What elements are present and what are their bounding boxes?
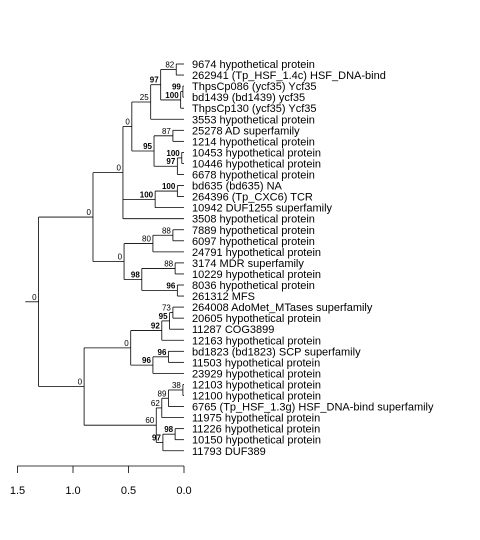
- support-value: 96: [166, 282, 175, 291]
- leaf-label: 10942 DUF1255 superfamily: [192, 203, 333, 215]
- leaf-label: 3174 MDR superfamily: [192, 258, 304, 270]
- leaf-label: 9674 hypothetical protein: [192, 59, 315, 71]
- support-value: 89: [158, 389, 167, 398]
- support-value: 96: [158, 348, 167, 357]
- leaf-label: ThpsCp086 (ycf35) Ycf35: [192, 81, 317, 93]
- leaf-label: 12100 hypothetical protein: [192, 391, 321, 403]
- support-value: 95: [159, 312, 168, 321]
- leaf-label: 264396 (Tp_CXC6) TCR: [192, 192, 313, 204]
- support-value: 87: [162, 127, 171, 136]
- support-value: 99: [172, 83, 181, 92]
- support-value: 0: [125, 118, 130, 127]
- support-value: 0: [32, 293, 37, 302]
- leaf-label: 6678 hypothetical protein: [192, 170, 315, 182]
- support-value: 0: [118, 253, 123, 262]
- scale-axis: 1.5 1.0 0.5 0.0: [10, 465, 192, 497]
- leaf-label: 261312 MFS: [192, 291, 255, 303]
- leaf-label: 10446 hypothetical protein: [192, 158, 321, 170]
- axis-tick-label: 0.5: [121, 485, 136, 497]
- leaf-label: 7889 hypothetical protein: [192, 225, 315, 237]
- axis-tick-label: 1.0: [65, 485, 80, 497]
- support-value: 98: [131, 270, 140, 279]
- leaf-label: bd635 (bd635) NA: [192, 181, 283, 193]
- leaf-label: 11287 COG3899: [192, 324, 274, 336]
- leaf-label: 23929 hypothetical protein: [192, 368, 321, 380]
- leaf-label: 264008 AdoMet_MTases superfamily: [192, 302, 373, 314]
- leaf-label: 11975 hypothetical protein: [192, 413, 320, 425]
- support-value: 100: [165, 91, 179, 100]
- support-value: 0: [87, 208, 92, 217]
- leaf-label: 1214 hypothetical protein: [192, 136, 315, 148]
- leaf-label: 12163 hypothetical protein: [192, 335, 321, 347]
- support-value: 88: [164, 259, 173, 268]
- support-value: 97: [166, 157, 175, 166]
- support-value: 98: [164, 425, 173, 434]
- support-value: 88: [162, 226, 171, 235]
- leaf-label: 10150 hypothetical protein: [192, 435, 321, 447]
- support-value: 97: [150, 76, 159, 85]
- support-value: 0: [116, 164, 121, 173]
- leaf-label: ThpsCp130 (ycf35) Ycf35: [192, 103, 317, 115]
- support-value: 82: [165, 61, 174, 70]
- tree-branches: [25, 63, 184, 452]
- support-value: 0: [124, 339, 129, 348]
- axis-tick-label: 0.0: [176, 485, 191, 497]
- leaf-label: 12103 hypothetical protein: [192, 379, 321, 391]
- leaf-label: 3553 hypothetical protein: [192, 114, 315, 126]
- leaf-label: bd1439 (bd1439) ycf35: [192, 92, 305, 104]
- leaf-label: 6097 hypothetical protein: [192, 236, 315, 248]
- support-value: 38: [172, 381, 181, 390]
- support-value: 80: [142, 235, 151, 244]
- leaf-label: 8036 hypothetical protein: [192, 280, 315, 292]
- support-value: 62: [151, 399, 160, 408]
- axis-tick-label: 1.5: [10, 485, 25, 497]
- support-value: 0: [78, 378, 83, 387]
- support-value: 95: [143, 142, 152, 151]
- leaf-label: 11793 DUF389: [192, 446, 266, 458]
- leaf-label: 10229 hypothetical protein: [192, 269, 321, 281]
- leaf-label: 24791 hypothetical protein: [192, 247, 321, 259]
- leaf-label: 25278 AD superfamily: [192, 125, 300, 137]
- support-value: 97: [152, 433, 161, 442]
- support-value: 60: [145, 416, 154, 425]
- leaf-label: 11503 hypothetical protein: [192, 357, 320, 369]
- leaf-label: bd1823 (bd1823) SCP superfamily: [192, 346, 361, 358]
- support-values: 0000259782100999587971001001000808898889…: [32, 61, 181, 443]
- support-value: 73: [162, 304, 171, 313]
- support-value: 25: [140, 93, 149, 102]
- support-value: 100: [162, 182, 176, 191]
- leaf-label: 3508 hypothetical protein: [192, 214, 315, 226]
- leaf-label: 10453 hypothetical protein: [192, 147, 321, 159]
- leaf-label: 20605 hypothetical protein: [192, 313, 321, 325]
- leaf-label: 6765 (Tp_HSF_1.3g) HSF_DNA-bind superfam…: [192, 402, 434, 414]
- leaf-label: 262941 (Tp_HSF_1.4c) HSF_DNA-bind: [192, 70, 386, 82]
- support-value: 92: [151, 322, 160, 331]
- leaf-label: 11226 hypothetical protein: [192, 424, 320, 436]
- support-value: 96: [142, 356, 151, 365]
- support-value: 100: [140, 190, 154, 199]
- support-value: 100: [166, 149, 180, 158]
